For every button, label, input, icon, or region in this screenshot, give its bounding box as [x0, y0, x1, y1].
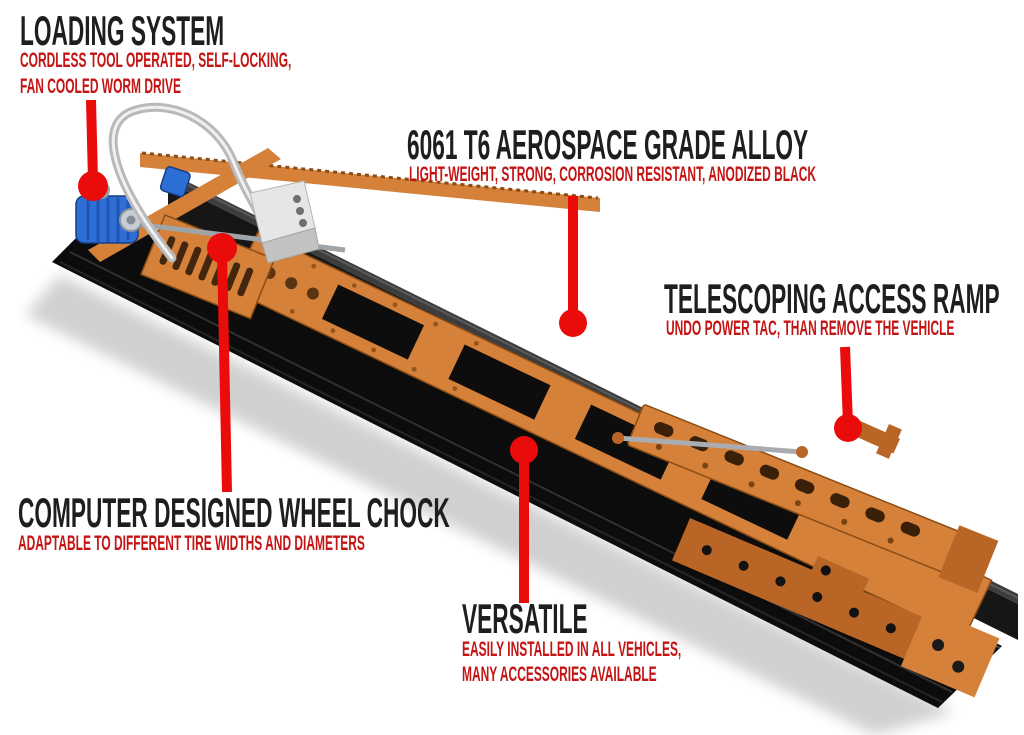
callout-connectors: [78, 99, 862, 603]
callout-dot-versatile: [510, 436, 538, 464]
wheel-chock-hoop: [108, 102, 263, 263]
callout-dot-chock: [207, 233, 237, 263]
ramp-latch-lower: [809, 556, 870, 598]
callout-line-loading-system: [86, 99, 98, 182]
ramp-latch-upper: [851, 420, 902, 459]
callout-versatile-sub-2: MANY ACCESSORIES AVAILABLE: [462, 663, 657, 686]
callout-alloy-sub-1: LIGHT-WEIGHT, STRONG, CORROSION RESISTAN…: [409, 163, 816, 186]
callout-chock-sub-1: ADAPTABLE TO DIFFERENT TIRE WIDTHS AND D…: [18, 532, 365, 555]
wheel-chock-plate: [249, 180, 320, 264]
callout-loading-system-sub-2: FAN COOLED WORM DRIVE: [20, 75, 181, 98]
callout-dot-loading-system: [78, 171, 108, 201]
callout-dot-ramp: [834, 414, 862, 442]
orange-lower-rail: [672, 518, 1000, 698]
callout-versatile-title: VERSATILE: [462, 595, 588, 642]
front-assembly: [75, 102, 600, 320]
callout-dot-alloy: [559, 309, 587, 337]
callout-chock-title: COMPUTER DESIGNED WHEEL CHOCK: [18, 489, 450, 536]
callout-alloy-title: 6061 T6 AEROSPACE GRADE ALLOY: [407, 121, 809, 168]
callout-line-chock: [217, 251, 232, 493]
callout-line-ramp: [840, 346, 853, 425]
floor-shadow: [25, 275, 955, 735]
callout-ramp-sub-1: UNDO POWER TAC, THAN REMOVE THE VEHICLE: [666, 317, 955, 340]
tie-rod: [612, 432, 808, 458]
callout-loading-system-sub-1: CORDLESS TOOL OPERATED, SELF-LOCKING,: [20, 49, 292, 72]
telescoping-ramp: [627, 404, 999, 593]
callout-loading-system-title: LOADING SYSTEM: [20, 7, 225, 54]
callout-versatile-sub-1: EASILY INSTALLED IN ALL VEHICLES,: [462, 638, 682, 661]
callout-ramp-title: TELESCOPING ACCESS RAMP: [664, 275, 1000, 322]
